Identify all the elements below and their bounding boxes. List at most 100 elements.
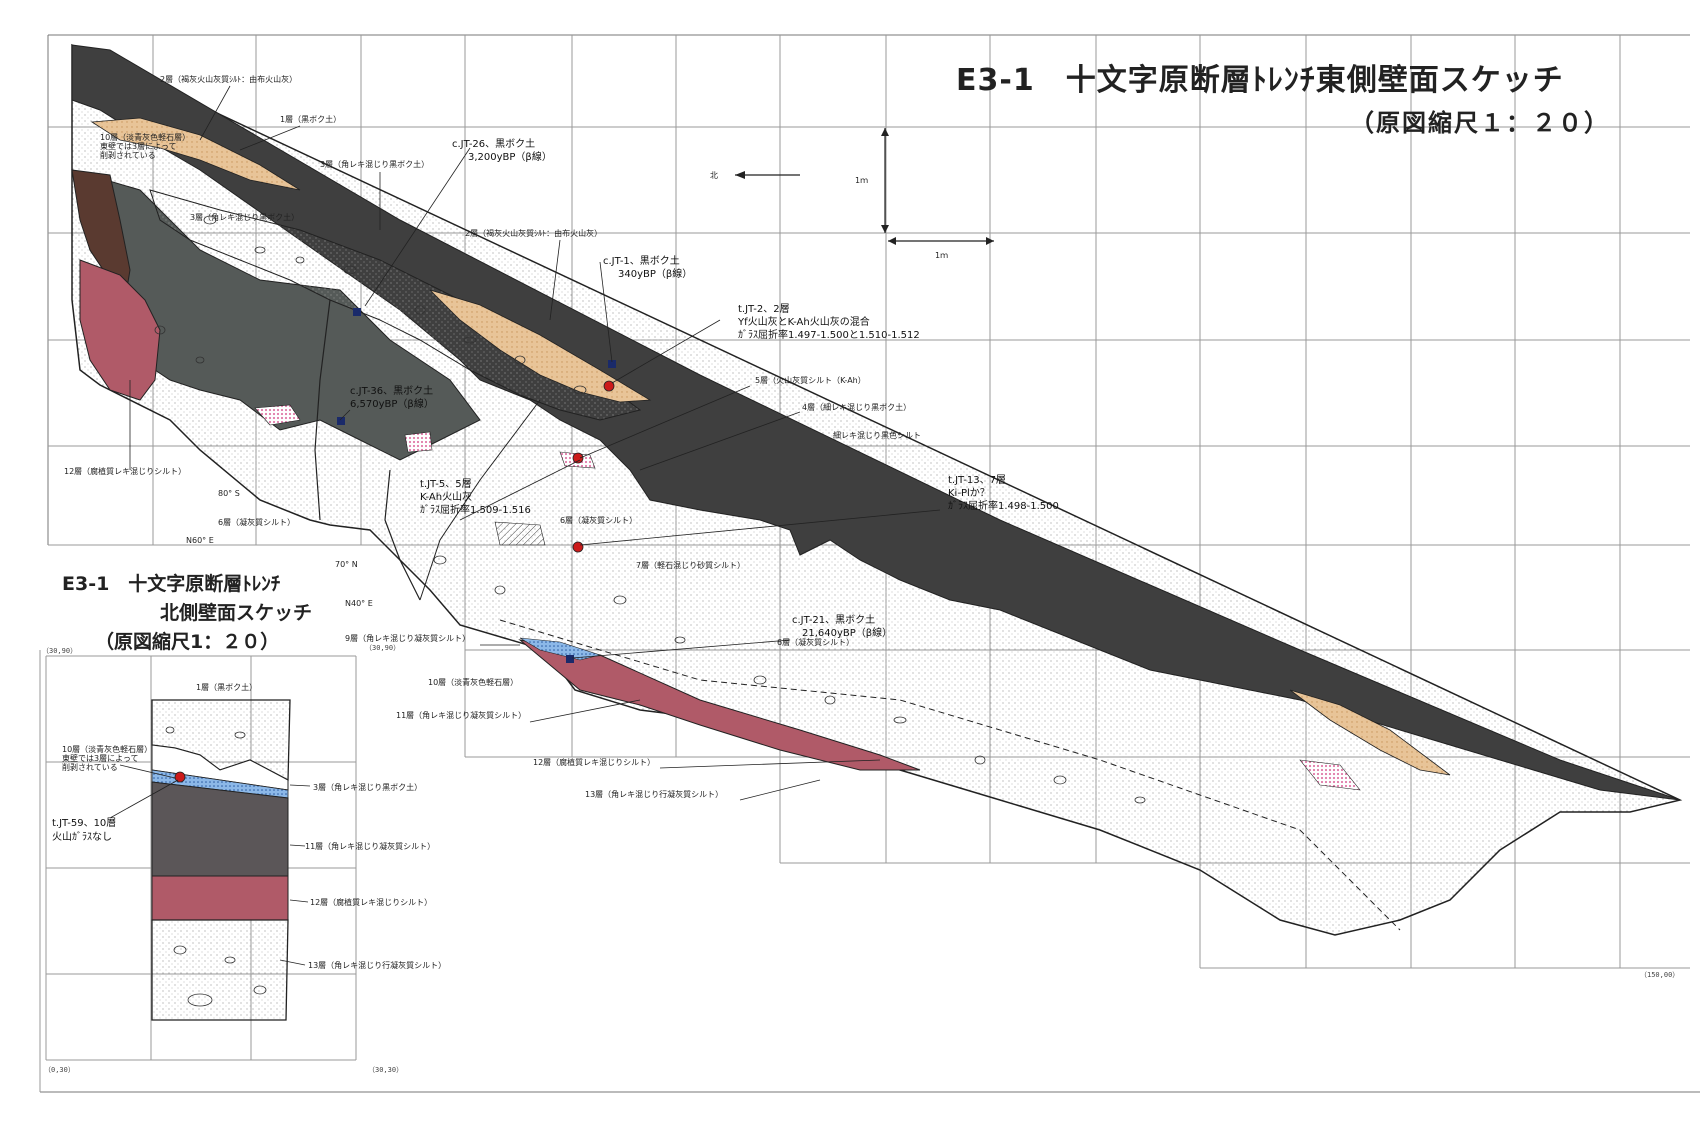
grid-coordinates: （30,90） （30,90） （150,00） （0,30） （30,30） <box>42 644 1679 1074</box>
sample-label: K-Ah火山灰 <box>420 490 472 503</box>
sample-annotations: c.JT-26、黒ボク土 3,200yBP（β線） c.JT-1、黒ボク土 34… <box>350 137 1059 639</box>
layer-label: 9層（角レキ混じり凝灰質シルト） <box>345 633 470 643</box>
nw-note: 10層（淡青灰色軽石層） <box>62 744 152 754</box>
layer-label: 13層（角レキ混じり行凝灰質シルト） <box>585 789 723 799</box>
sample-label: c.JT-26、黒ボク土 <box>452 137 535 150</box>
main-title: E3-1 十文字原断層ﾄﾚﾝﾁ東側壁面スケッチ <box>956 63 1564 98</box>
nw-layer-label: 1層（黒ボク土） <box>196 682 257 692</box>
sample-label: t.JT-2、2層 <box>738 303 790 315</box>
sample-box-jt1 <box>608 360 616 368</box>
east-wall-layer-labels: 2層（褐灰火山灰質ｼﾙﾄ：由布火山灰） 1層（黒ボク土） 3層（角レキ混じり黒ボ… <box>64 74 921 799</box>
nw-layer-label: 3層（角レキ混じり黒ボク土） <box>313 782 422 792</box>
nw-layer-13-white <box>151 919 289 1021</box>
layer-label: 6層（凝灰質シルト） <box>560 515 637 525</box>
layer-label: 2層（褐灰火山灰質ｼﾙﾄ：由布火山灰） <box>160 74 297 84</box>
coord-label: （150,00） <box>1640 971 1679 979</box>
layer-label: 6層（凝灰質シルト） <box>218 517 295 527</box>
fault-line-1 <box>314 299 331 521</box>
layer-label: 4層（細レキ混じり黒ボク土） <box>802 402 911 412</box>
sample-box-jt21 <box>566 655 574 663</box>
page-frame <box>39 34 1700 1093</box>
fault-line-3 <box>419 399 541 601</box>
sample-label: ｶﾞﾗｽ屈折率1.497-1.500と1.510-1.512 <box>738 328 920 341</box>
nw-gravel-clasts <box>165 726 267 1007</box>
leader-lines <box>129 85 941 801</box>
orientation-label: N60° E <box>186 536 214 545</box>
nw-note: 東壁では3層によって <box>62 753 138 763</box>
layer-label: 6層（凝灰質シルト） <box>777 637 854 647</box>
horizontal-scale-label: 1ｍ <box>935 251 948 260</box>
north-wall-title-scale: （原図縮尺1：２０） <box>95 630 279 653</box>
nw-sample-point <box>174 771 186 783</box>
layer-10-pumice <box>519 637 602 661</box>
note-line: 削剥されている <box>100 150 156 160</box>
layer-12-red-silt <box>79 259 161 401</box>
sample-label: 3,200yBP（β線） <box>468 150 552 163</box>
east-wall-section <box>71 43 1683 936</box>
orientation-label: 70° N <box>335 560 358 569</box>
north-wall-section <box>151 699 291 1021</box>
layer-11-red-tuff <box>518 639 921 771</box>
coord-label: （30,30） <box>368 1066 403 1074</box>
sample-point-jt5 <box>572 452 584 464</box>
north-label: 北 <box>710 171 718 180</box>
layer-label: 12層（腐植質レキ混じりシルト） <box>64 466 186 476</box>
sample-markers <box>337 308 616 663</box>
main-title-scale: （原図縮尺１：２０） <box>1350 109 1610 137</box>
coord-label: （0,30） <box>44 1066 75 1074</box>
gravel-clasts <box>154 215 1146 804</box>
sample-point-jt13 <box>572 541 584 553</box>
east-wall-notes: 10層（淡青灰色軽石層） 東壁では3層によって 削剥されている 80° S N6… <box>100 132 373 608</box>
pink-patch-2 <box>404 431 433 453</box>
sample-label: c.JT-36、黒ボク土 <box>350 384 433 397</box>
layer-label: 11層（角レキ混じり凝灰質シルト） <box>396 710 526 720</box>
sample-label: t.JT-5、5層 <box>420 478 472 490</box>
pink-patch-4 <box>1299 759 1361 791</box>
layer-label: 7層（軽石混じり砂質シルト） <box>636 560 745 570</box>
sample-label: ｶﾞﾗｽ屈折率1.498-1.500 <box>948 499 1059 512</box>
sample-label: Ki-Plか？ <box>948 487 990 499</box>
sample-box-jt26 <box>353 308 361 316</box>
sample-label: c.JT-1、黒ボク土 <box>603 254 680 267</box>
sample-label: c.JT-21、黒ボク土 <box>792 613 875 626</box>
nw-sample-label: t.JT-59、10層 <box>52 817 116 829</box>
layer-2-brown-ash-lower <box>429 289 652 403</box>
layer-label: 12層（腐植質レキ混じりシルト） <box>533 757 655 767</box>
sample-label: 21,640yBP（β線） <box>802 626 892 639</box>
note-line: 10層（淡青灰色軽石層） <box>100 132 190 142</box>
hatched-lens <box>494 521 546 546</box>
coord-label: （30,90） <box>365 644 400 652</box>
scale-bar: 北 1ｍ 1ｍ <box>710 128 994 260</box>
nw-sample-label: 火山ｶﾞﾗｽなし <box>52 831 112 843</box>
fault-line-dashed <box>499 619 1401 931</box>
fault-line-2 <box>384 469 421 601</box>
layer-label: 3層（角レキ混じり黒ボク土） <box>190 212 299 222</box>
layer-label: 10層（淡青灰色軽石層） <box>428 677 518 687</box>
layer-label: 3層（角レキ混じり黒ボク土） <box>320 159 429 169</box>
vertical-scale-label: 1ｍ <box>855 176 868 185</box>
orientation-label: N40° E <box>345 599 373 608</box>
north-arrow-icon <box>735 171 745 179</box>
note-line: 東壁では3層によって <box>100 141 176 151</box>
north-wall-labels: 1層（黒ボク土） 3層（角レキ混じり黒ボク土） 11層（角レキ混じり凝灰質シルト… <box>52 682 446 970</box>
coord-label: （30,90） <box>42 647 77 655</box>
sample-point-jt2 <box>603 380 615 392</box>
layer-2-brown-ash <box>90 117 301 191</box>
nw-layer-label: 12層（腐植質レキ混じりシルト） <box>310 897 432 907</box>
sample-label: 340yBP（β線） <box>618 267 692 280</box>
layer-3-light-gravel <box>149 189 642 421</box>
north-wall-title-line1: E3-1 十文字原断層ﾄﾚﾝﾁ <box>62 572 281 595</box>
sample-box-jt36 <box>337 417 345 425</box>
nw-layer-11-gray <box>151 781 289 877</box>
orientation-label: 80° S <box>218 489 240 498</box>
nw-layer-12-red <box>151 875 289 921</box>
nw-note: 削剥されている <box>62 762 118 772</box>
north-wall-title-line2: 北側壁面スケッチ <box>160 601 312 624</box>
pink-patch-1 <box>254 404 301 426</box>
sample-label: 6,570yBP（β線） <box>350 397 434 410</box>
layer-label: 1層（黒ボク土） <box>280 114 341 124</box>
sample-label: ｶﾞﾗｽ屈折率1.509-1.516 <box>420 503 531 516</box>
sample-label: t.JT-13、7層 <box>948 474 1006 486</box>
